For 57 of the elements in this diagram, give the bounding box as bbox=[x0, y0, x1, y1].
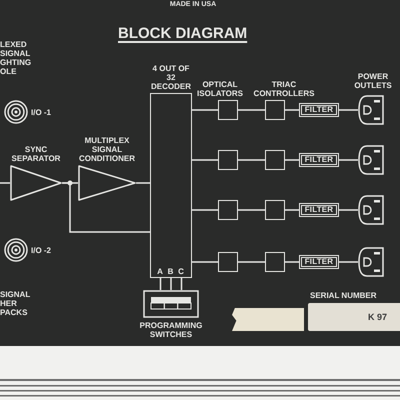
connector-line bbox=[62, 182, 78, 184]
connector-line bbox=[160, 278, 162, 290]
jack-symbol bbox=[4, 100, 28, 124]
filter-block: FILTER bbox=[299, 255, 339, 269]
jack-symbol bbox=[4, 238, 28, 262]
block-square bbox=[218, 100, 238, 120]
connector-line bbox=[238, 109, 265, 111]
panel-caption: SIGNAL HER PACKS bbox=[0, 290, 32, 317]
connector-line bbox=[339, 109, 358, 111]
block-heading: 4 OUT OF 32 DECODER bbox=[150, 64, 192, 91]
block-square bbox=[265, 200, 285, 220]
connector-line bbox=[170, 278, 172, 290]
panel-caption: LEXED SIGNAL GHTING OLE bbox=[0, 40, 32, 76]
connector-line bbox=[238, 159, 265, 161]
block-square bbox=[265, 150, 285, 170]
block-square bbox=[265, 252, 285, 272]
input-letter: B bbox=[166, 267, 174, 276]
connector-line bbox=[238, 209, 265, 211]
block-heading: PROGRAMMING SWITCHES bbox=[138, 321, 204, 339]
outlet-symbol bbox=[358, 195, 384, 225]
serial-label: SERIAL NUMBER bbox=[310, 291, 378, 300]
connector-line bbox=[192, 109, 218, 111]
block-square bbox=[218, 252, 238, 272]
port-label: I/O -2 bbox=[31, 246, 52, 255]
connector-line bbox=[339, 159, 358, 161]
connector-line bbox=[285, 261, 299, 263]
diagram-title: BLOCK DIAGRAM bbox=[118, 24, 248, 44]
input-letter: A bbox=[156, 267, 164, 276]
block-heading: SYNC SEPARATOR bbox=[10, 145, 62, 163]
connector-line bbox=[192, 159, 218, 161]
port-label: I/O -1 bbox=[31, 108, 52, 117]
connector-line bbox=[339, 209, 358, 211]
block-heading: MULTIPLEX SIGNAL CONDITIONER bbox=[78, 136, 136, 163]
connector-line bbox=[192, 261, 218, 263]
connector-line bbox=[136, 182, 150, 184]
block-square bbox=[265, 100, 285, 120]
connector-line bbox=[285, 109, 299, 111]
filter-block: FILTER bbox=[299, 203, 339, 217]
connector-line bbox=[238, 261, 265, 263]
connector-line bbox=[285, 159, 299, 161]
connector-line bbox=[0, 182, 10, 184]
input-letter: C bbox=[177, 267, 185, 276]
connector-line bbox=[192, 209, 218, 211]
outlet-symbol bbox=[358, 247, 384, 277]
outlet-symbol bbox=[358, 95, 384, 125]
filter-block: FILTER bbox=[299, 103, 339, 117]
block-square bbox=[218, 200, 238, 220]
filter-block: FILTER bbox=[299, 153, 339, 167]
connector-line bbox=[339, 261, 358, 263]
column-heading: OPTICAL ISOLATORS bbox=[196, 80, 244, 98]
block-square bbox=[218, 150, 238, 170]
column-heading: TRIAC CONTROLLERS bbox=[252, 80, 316, 98]
connector-line bbox=[180, 278, 182, 290]
serial-number: K 97 bbox=[368, 312, 388, 323]
outlet-symbol bbox=[358, 145, 384, 175]
column-heading: POWER OUTLETS bbox=[353, 72, 393, 90]
connector-line bbox=[285, 209, 299, 211]
